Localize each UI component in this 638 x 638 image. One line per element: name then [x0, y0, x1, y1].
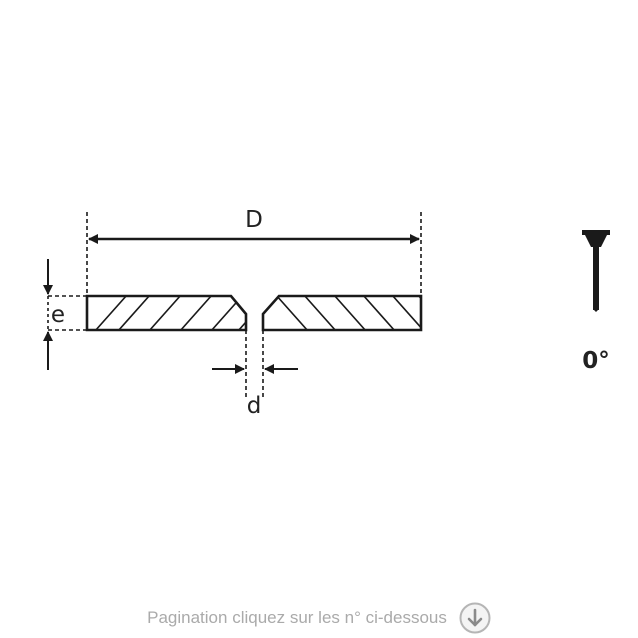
tooth-angle-label: 0° [582, 348, 610, 374]
pagination-bar: Pagination cliquez sur les n° ci-dessous [0, 600, 638, 636]
bore-label: d [247, 393, 262, 419]
right-blade-section [261, 294, 423, 332]
blade-cross-section-diagram: D [43, 207, 610, 419]
outer-diameter-label: D [245, 207, 263, 233]
thickness-label: e [51, 302, 65, 328]
pagination-text: Pagination cliquez sur les n° ci-dessous [147, 608, 447, 627]
left-blade-section [85, 294, 248, 332]
arrow-down-circle-icon[interactable] [459, 602, 491, 634]
nail-icon [582, 230, 610, 312]
